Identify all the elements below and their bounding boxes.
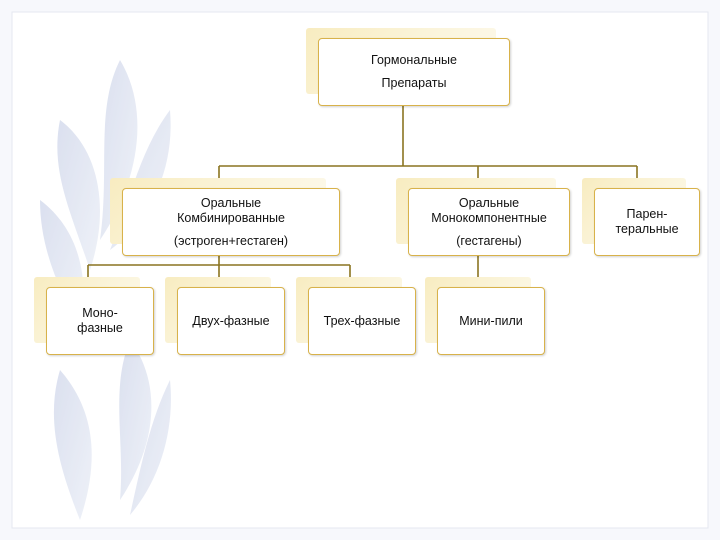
combined-label-line2: Комбинированные: [177, 210, 285, 225]
biphasic-label: Двух-фазные: [192, 313, 270, 328]
monophasic-label-line1: Моно-: [82, 306, 118, 320]
mini-pill-label: Мини-пили: [459, 313, 523, 328]
monocomponent-label-line2: Монокомпонентные: [431, 210, 547, 225]
root-label-line1: Гормональные: [371, 53, 457, 67]
parenteral-label-line2: теральные: [615, 222, 679, 236]
parenteral-label-line1: Парен-: [626, 207, 668, 221]
monophasic-label-line2: фазные: [77, 321, 123, 335]
combined-label-line1: Оральные: [200, 195, 262, 210]
triphasic-label: Трех-фазные: [323, 313, 401, 328]
root-label-line2: Препараты: [381, 76, 447, 90]
combined-label-line3: (эстроген+гестаген): [173, 233, 289, 248]
monocomponent-label-line3: (гестагены): [456, 233, 522, 248]
monocomponent-label-line1: Оральные: [458, 195, 520, 210]
